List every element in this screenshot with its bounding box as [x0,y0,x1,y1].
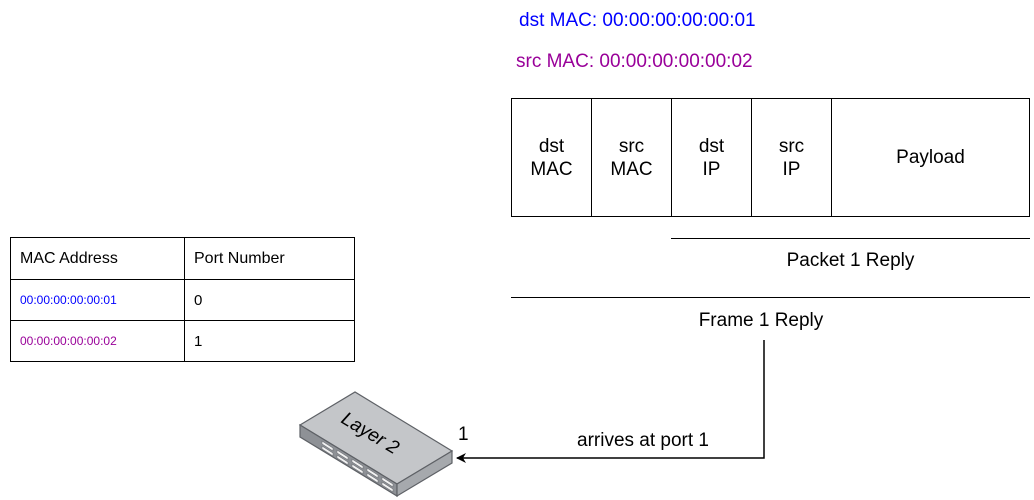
table-header-row: MAC Address Port Number [10,237,355,280]
field-dst-mac-line1: dst [538,135,565,157]
port-cell: 1 [184,320,355,362]
port-number-label: 1 [458,424,469,445]
field-dst-mac-line2: MAC [530,158,573,180]
field-src-mac-line1: src [618,135,645,157]
mac-cell: 00:00:00:00:00:02 [10,320,185,362]
field-payload: Payload [896,147,965,168]
field-dst-ip-line1: dst [698,135,725,157]
mac-address-table: MAC Address Port Number 00:00:00:00:00:0… [10,237,355,362]
header-port-number: Port Number [184,237,355,280]
arrives-label: arrives at port 1 [577,430,709,451]
src-mac-header: src MAC: 00:00:00:00:00:02 [516,51,753,72]
field-src-ip-line2: IP [782,158,801,180]
field-src-ip-line1: src [778,135,805,157]
packet-label: Packet 1 Reply [786,250,915,271]
arrow-to-switch [456,340,765,463]
packet-span-line [671,238,1030,239]
port-cell: 0 [184,279,355,321]
header-mac-address: MAC Address [10,237,185,280]
dst-mac-header: dst MAC: 00:00:00:00:00:01 [519,10,756,31]
layer2-switch-icon: Layer 2 [298,391,454,498]
field-src-mac-line2: MAC [610,158,653,180]
frame-span-line [511,297,1030,298]
frame-label: Frame 1 Reply [698,310,824,331]
table-row: 00:00:00:00:00:02 1 [10,320,355,362]
field-dst-ip-line2: IP [702,158,721,180]
